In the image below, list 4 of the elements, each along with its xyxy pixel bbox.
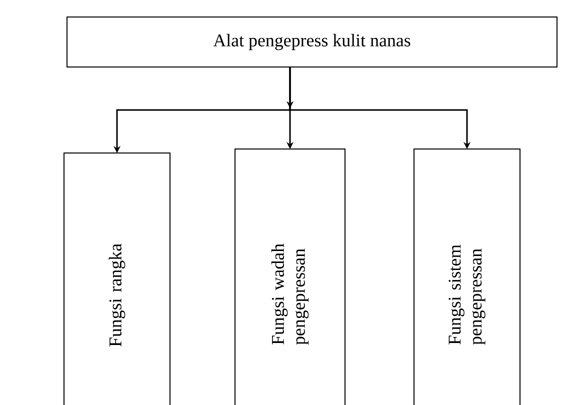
title-box: Alat pengepress kulit nanas — [66, 16, 558, 68]
function-box: Fungsi wadah pengepressan — [234, 148, 346, 405]
function-box: Fungsi rangka — [64, 152, 170, 405]
function-box: Fungsi sistem pengepressan — [414, 148, 520, 405]
